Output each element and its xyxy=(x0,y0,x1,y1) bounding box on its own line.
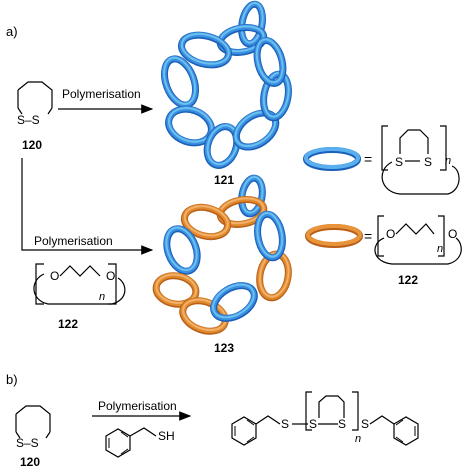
blue-ring-6 xyxy=(203,123,241,169)
sulfur-label: S xyxy=(281,417,289,431)
compound-122-label-left: 122 xyxy=(58,317,78,331)
polymer-121-ring-chain xyxy=(160,0,292,169)
monomer-120-structure: S–S xyxy=(17,81,53,127)
copolymer-ring-9 xyxy=(254,210,286,262)
repeat-n-label: n xyxy=(445,155,451,167)
copolymer-ring-6 xyxy=(179,297,229,335)
panel-label-b: b) xyxy=(6,372,18,387)
polymerisation-arrow-2 xyxy=(21,158,154,255)
repeat-n-label: n xyxy=(437,243,443,255)
monomer-120-structure-b: S–S xyxy=(15,405,51,450)
oxygen-label: O xyxy=(50,269,59,283)
sulfur-label: S xyxy=(361,417,369,431)
crown-ether-122-left: O O n xyxy=(33,263,126,305)
equals-sign-2: = xyxy=(364,228,372,244)
blue-ring-1 xyxy=(238,0,266,48)
copolymer-ring-1 xyxy=(238,174,266,218)
blue-ring-4 xyxy=(160,55,200,109)
repeat-n-label: n xyxy=(99,291,105,303)
repeat-n-label: n xyxy=(355,433,361,445)
compound-122-label-right: 122 xyxy=(398,273,418,287)
sulfur-label: S xyxy=(424,155,432,169)
oxygen-label: O xyxy=(386,227,395,241)
copolymer-123-ring-chain xyxy=(152,174,292,335)
crown-ether-122-right: O O n xyxy=(374,215,462,265)
oxygen-label: O xyxy=(106,269,115,283)
panel-label-a: a) xyxy=(6,24,18,39)
compound-120-label: 120 xyxy=(22,138,42,152)
copolymer-ring-3 xyxy=(180,203,232,241)
blue-ring-7 xyxy=(232,109,280,151)
compound-120-label-b: 120 xyxy=(20,455,40,469)
thiol-label: SH xyxy=(158,429,175,443)
arrow-label-b: Polymerisation xyxy=(98,399,177,413)
arrow-label-1: Polymerisation xyxy=(62,87,141,101)
compound-121-label: 121 xyxy=(214,173,234,187)
product-structure: S S S n S xyxy=(231,391,419,446)
sulfur-label: S xyxy=(309,417,317,431)
copolymer-ring-5 xyxy=(152,272,200,308)
disulfide-label-b: S–S xyxy=(16,436,39,450)
benzyl-thiol-structure: SH xyxy=(105,427,175,458)
blue-ring-3 xyxy=(178,31,232,69)
dithiane-ring-repeat: S S n xyxy=(381,125,460,195)
copolymer-ring-4 xyxy=(163,225,201,275)
blue-ring-legend xyxy=(303,147,361,171)
sulfur-label: S xyxy=(395,155,403,169)
arrow-label-2: Polymerisation xyxy=(34,234,113,248)
compound-123-label: 123 xyxy=(214,341,234,355)
orange-ring-legend xyxy=(305,224,363,248)
disulfide-label: S–S xyxy=(17,113,40,127)
sulfur-label: S xyxy=(338,417,346,431)
oxygen-label: O xyxy=(448,227,457,241)
blue-ring-9 xyxy=(253,37,287,87)
equals-sign: = xyxy=(364,151,372,167)
copolymer-ring-7 xyxy=(210,282,258,322)
